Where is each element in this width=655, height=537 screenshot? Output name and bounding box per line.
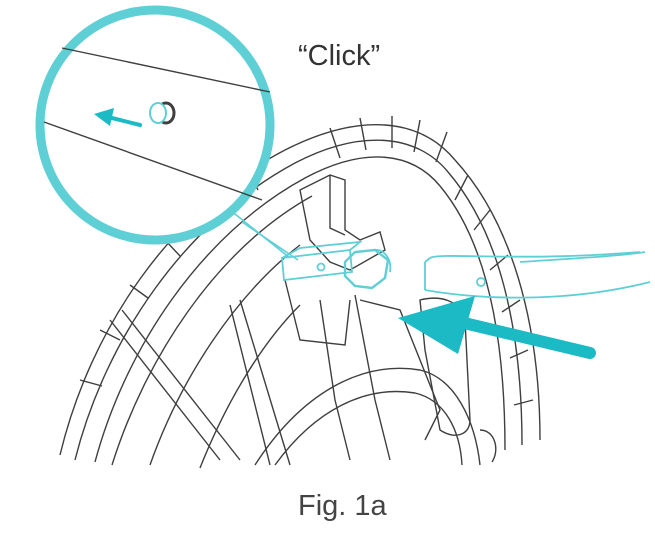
rim-cutout-small — [479, 429, 497, 463]
mount-strut-2 — [354, 294, 391, 461]
tire-right-1 — [454, 159, 541, 441]
insertion-tool — [424, 251, 651, 299]
tread-13 — [79, 379, 103, 387]
wheel-rim — [59, 116, 541, 469]
tread-6 — [454, 174, 469, 201]
insert-arrow-shaft — [454, 316, 596, 359]
rim-outer-2 — [74, 139, 449, 461]
mount-bracket — [299, 174, 386, 271]
magnified-pin-front — [149, 102, 167, 124]
tread-2 — [359, 117, 367, 151]
mount-lower — [284, 279, 351, 346]
zoom-connector-2 — [241, 221, 299, 261]
tire-right-3 — [439, 185, 506, 451]
spoke-1 — [109, 319, 221, 461]
tread-9 — [501, 299, 521, 313]
click-arrow — [94, 108, 142, 127]
hub-arc-inner — [274, 390, 463, 466]
tire-right-2 — [447, 171, 523, 446]
rim-inner-2 — [149, 244, 301, 466]
hex-nut-back — [371, 248, 392, 273]
sensor-block-top — [281, 240, 363, 259]
arrow-left-icon — [398, 296, 596, 359]
tread-4 — [413, 119, 421, 153]
tool-hole — [476, 277, 486, 287]
mount-edge — [329, 175, 346, 236]
magnified-edge-top — [61, 47, 271, 93]
tool-corner — [424, 257, 431, 263]
tread-10 — [509, 349, 529, 359]
tool-ridge — [519, 251, 646, 263]
zoom-circle-icon — [35, 5, 275, 245]
tool-bottom-edge — [424, 281, 651, 299]
click-annotation: “Click” — [298, 40, 381, 72]
sensor-block — [281, 248, 353, 282]
tread-7 — [473, 209, 491, 231]
sensor-hole — [316, 262, 326, 272]
tool-top-edge — [429, 251, 641, 259]
figure-caption: Fig. 1a — [298, 490, 387, 522]
spoke-3 — [229, 304, 271, 466]
mount-strut — [319, 299, 351, 461]
rim-cutout — [419, 297, 471, 436]
spoke-2 — [121, 309, 241, 461]
tread-11 — [513, 399, 534, 406]
insert-arrow-head — [398, 296, 475, 354]
magnifier-ring — [35, 5, 275, 245]
spoke-4 — [239, 299, 291, 466]
tread-14 — [129, 284, 149, 299]
click-arrow-head — [94, 108, 114, 126]
hex-nut — [343, 248, 390, 290]
zoom-connector — [229, 209, 299, 261]
tread-8 — [489, 254, 509, 271]
tread-12 — [99, 329, 121, 341]
hub-arc — [254, 367, 481, 466]
click-arrow-shaft — [106, 115, 142, 127]
rim-outer-3 — [94, 156, 441, 463]
magnifier-content — [43, 47, 271, 201]
sensor-assembly — [281, 240, 392, 290]
mount-arm — [359, 299, 441, 441]
tread-1 — [329, 127, 341, 159]
magnified-edge-bottom — [43, 121, 263, 201]
rim-inner-1 — [111, 195, 313, 466]
tread-5 — [435, 131, 448, 163]
